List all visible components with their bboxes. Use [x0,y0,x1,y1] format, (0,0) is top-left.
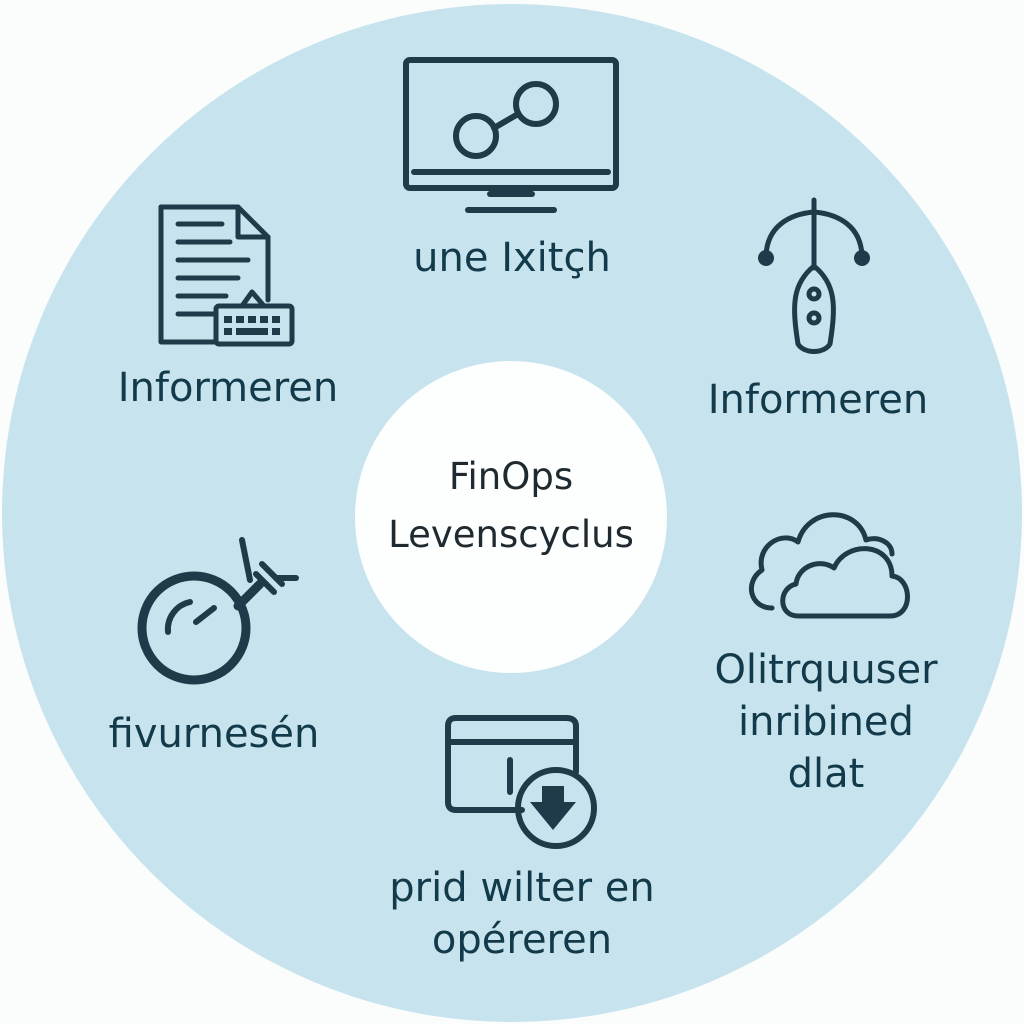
stage-label-bottom: prid wilter en opéreren [352,862,692,966]
stage-label-bottom-line-2: opéreren [431,917,613,963]
stage-label-right-line-1: Olitrquuser [714,647,938,693]
stage-label-right: Olitrquuser inribined dlat [676,644,976,800]
stage-label-top-right: Informeren [707,377,929,423]
stage-label-right-line-3: dlat [787,751,865,797]
stage-label-right-line-2: inribined [738,699,914,745]
stage-label-top: une Ixitçh [413,235,611,281]
center-title: FinOps Levenscyclus [355,448,667,564]
stage-label-bottom-line-1: prid wilter en [389,865,655,911]
monitor-chart-icon [400,54,624,224]
center-title-line-1: FinOps [448,455,574,498]
gauge-icon [134,536,302,686]
probe-icon [752,196,876,356]
center-title-line-2: Levenscyclus [388,513,634,556]
cloud-icon [742,496,918,622]
center-hub [355,361,667,673]
stage-label-top-left: Informeren [117,365,339,411]
stage-label-left: fivurnesén [108,711,320,757]
document-keyboard-icon [156,202,298,350]
window-download-icon [442,712,598,852]
